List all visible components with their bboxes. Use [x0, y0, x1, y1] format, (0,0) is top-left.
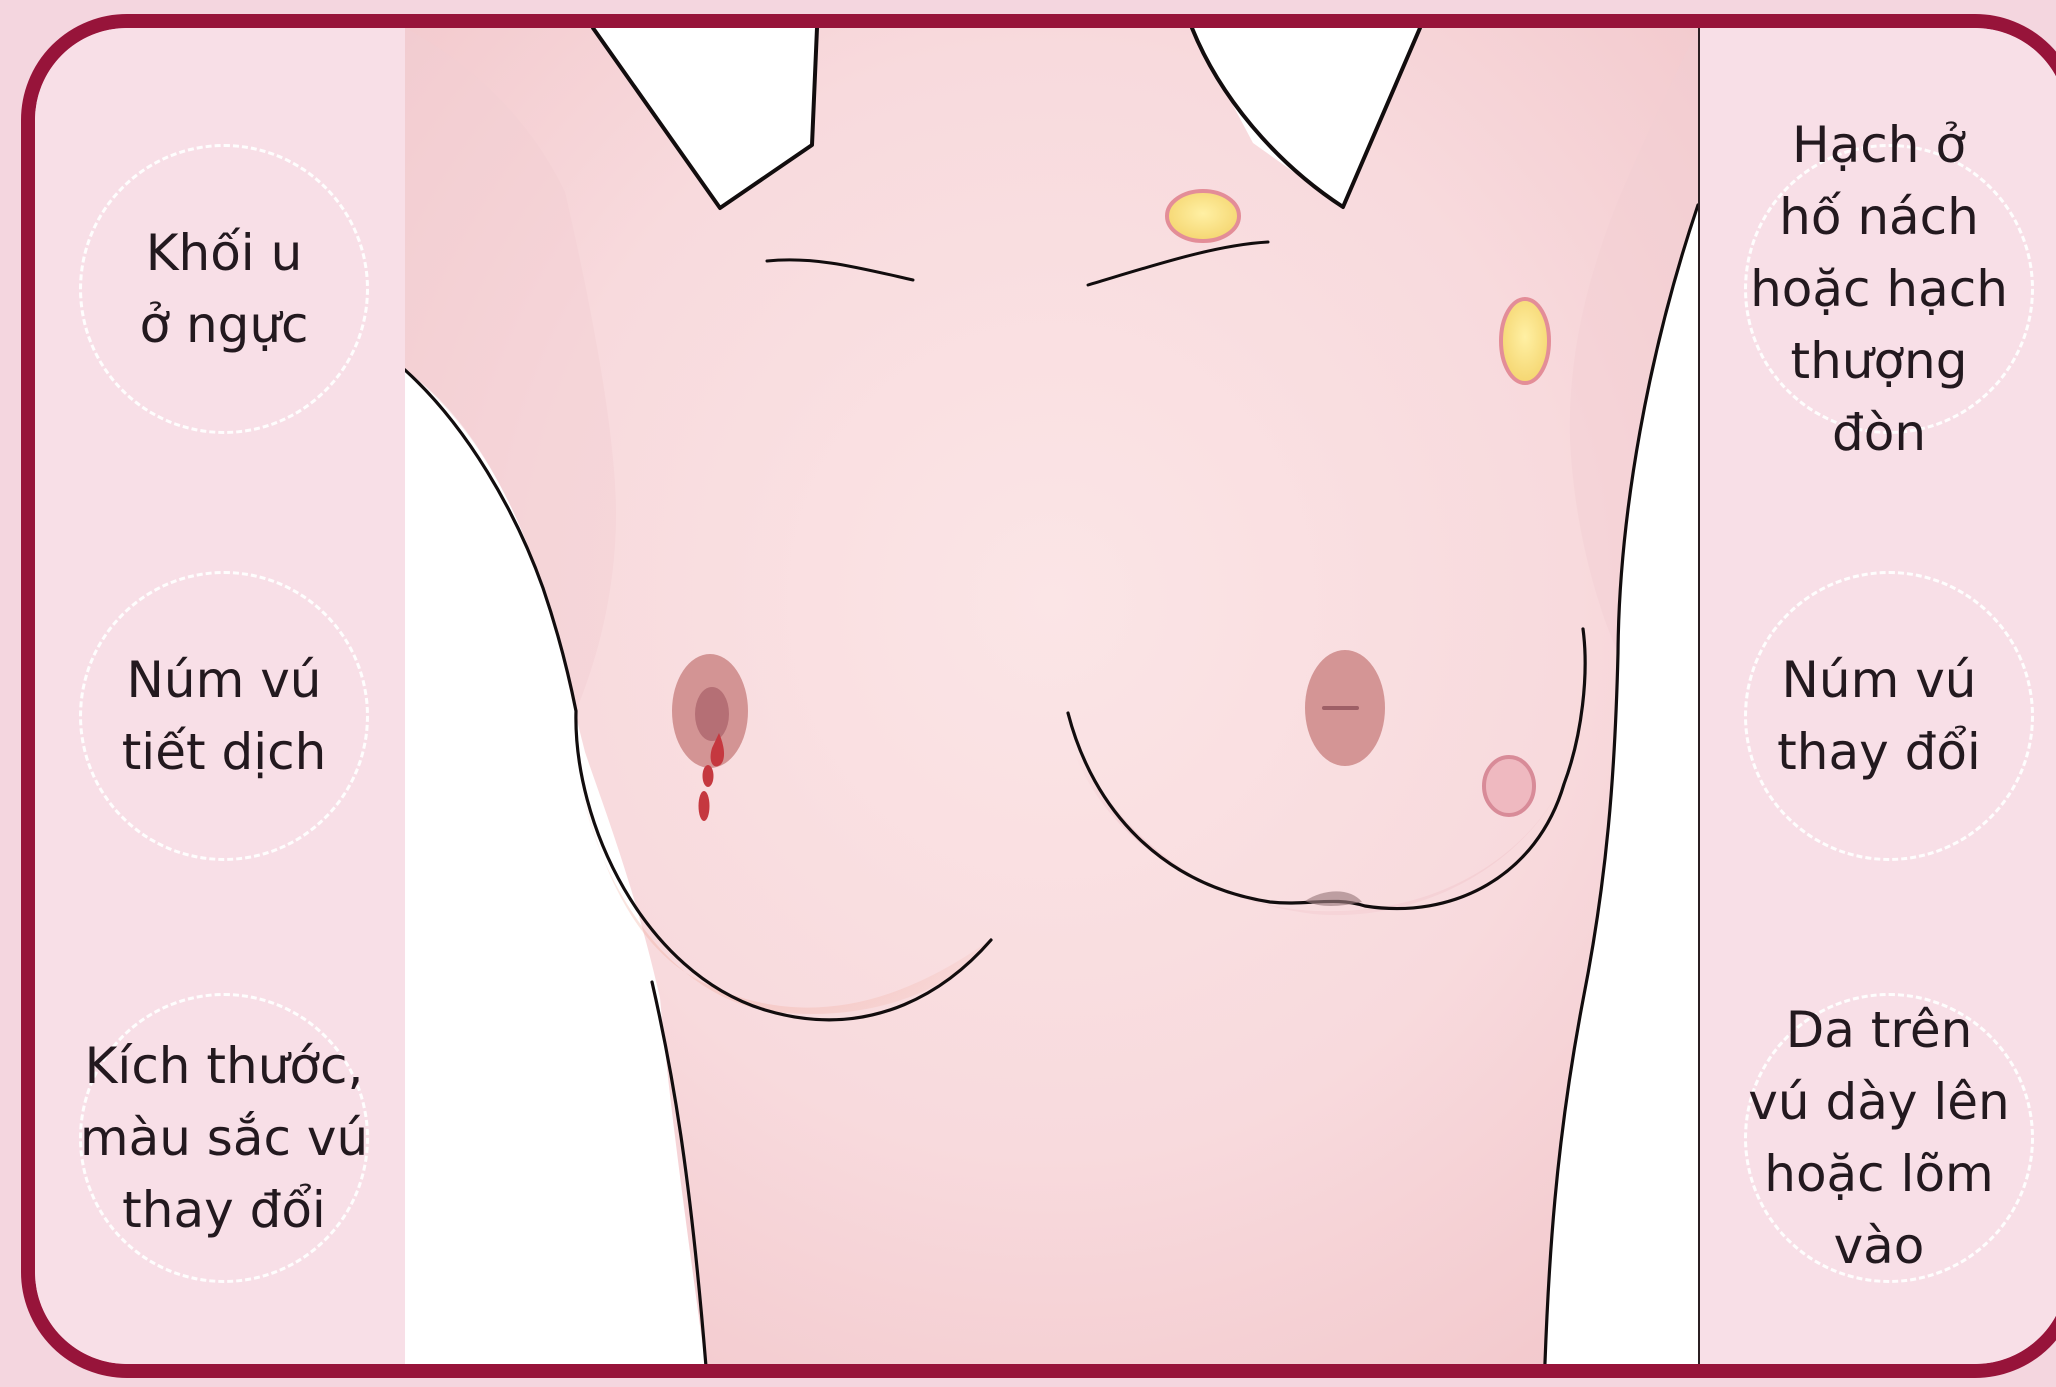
nipple-discharge-drop-3: [699, 791, 710, 821]
symptom-text-nipple-change: Núm vú thay đổi: [1724, 644, 2034, 788]
symptom-label-size-color-change: Kích thước, màu sắc vú thay đổi: [79, 993, 369, 1283]
axillary-lymph-node: [1501, 299, 1549, 383]
torso-body: [405, 28, 1698, 1378]
symptom-label-nipple-change: Núm vú thay đổi: [1744, 571, 2034, 861]
diagram-frame: Khối u ở ngực Núm vú tiết dịch Kích thướ…: [21, 14, 2056, 1378]
symptom-label-skin-thickening: Da trên vú dày lên hoặc lõm vào: [1744, 993, 2034, 1283]
symptom-text-lymph-nodes: Hạch ở hố nách hoặc hạch thượng đòn: [1724, 109, 2034, 469]
symptom-text-nipple-discharge: Núm vú tiết dịch: [79, 644, 369, 788]
symptom-text-size-color-change: Kích thước, màu sắc vú thay đổi: [79, 1030, 369, 1246]
skin-thickening-spot: [1484, 757, 1534, 815]
symptom-label-lymph-nodes: Hạch ở hố nách hoặc hạch thượng đòn: [1744, 144, 2034, 434]
symptom-label-nipple-discharge: Núm vú tiết dịch: [79, 571, 369, 861]
torso-illustration-area: [405, 28, 1698, 1364]
left-symptom-panel: Khối u ở ngực Núm vú tiết dịch Kích thướ…: [35, 28, 407, 1364]
left-nipple: [695, 687, 729, 741]
right-symptom-panel: Hạch ở hố nách hoặc hạch thượng đòn Núm …: [1698, 28, 2056, 1364]
symptom-label-breast-lump: Khối u ở ngực: [79, 144, 369, 434]
supraclavicular-lymph-node: [1167, 191, 1239, 241]
symptom-text-breast-lump: Khối u ở ngực: [79, 217, 369, 361]
nipple-discharge-drop-2: [703, 765, 714, 787]
symptom-text-skin-thickening: Da trên vú dày lên hoặc lõm vào: [1724, 994, 2034, 1282]
female-torso-illustration: [405, 28, 1698, 1378]
